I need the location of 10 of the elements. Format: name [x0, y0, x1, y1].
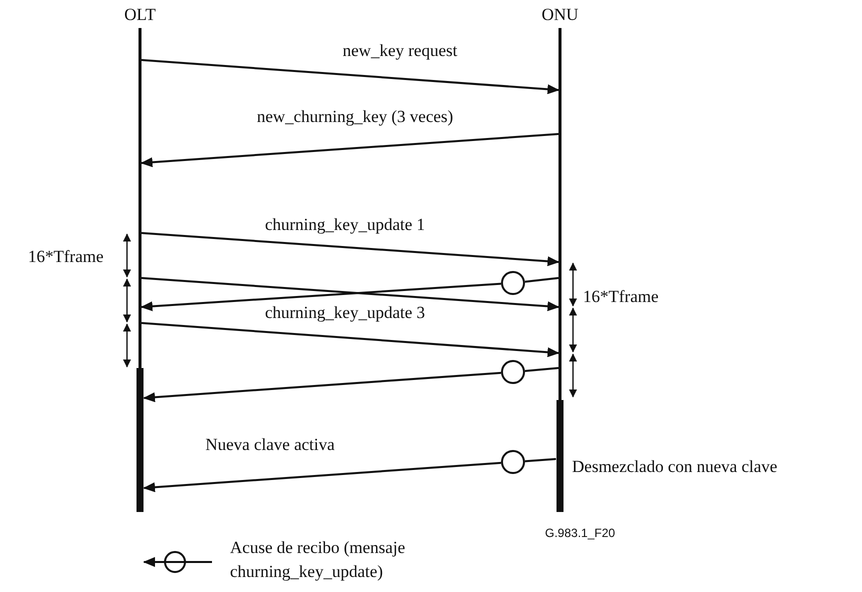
time-interval-label: 16*Tframe: [583, 287, 659, 307]
legend-text: Acuse de recibo (mensaje churning_key_update): [230, 537, 406, 583]
participant-label: OLT: [123, 5, 157, 25]
message-label: new_key request: [340, 42, 460, 60]
note-text: Desmezclado con nueva clave: [572, 457, 778, 477]
message-label: churning_key_update 3: [262, 304, 428, 322]
message-label: new_churning_key (3 veces): [254, 108, 456, 126]
figure-number: G.983.1_F20: [545, 525, 616, 542]
participant-label: ONU: [540, 5, 580, 25]
time-interval-label: 16*Tframe: [28, 247, 104, 267]
